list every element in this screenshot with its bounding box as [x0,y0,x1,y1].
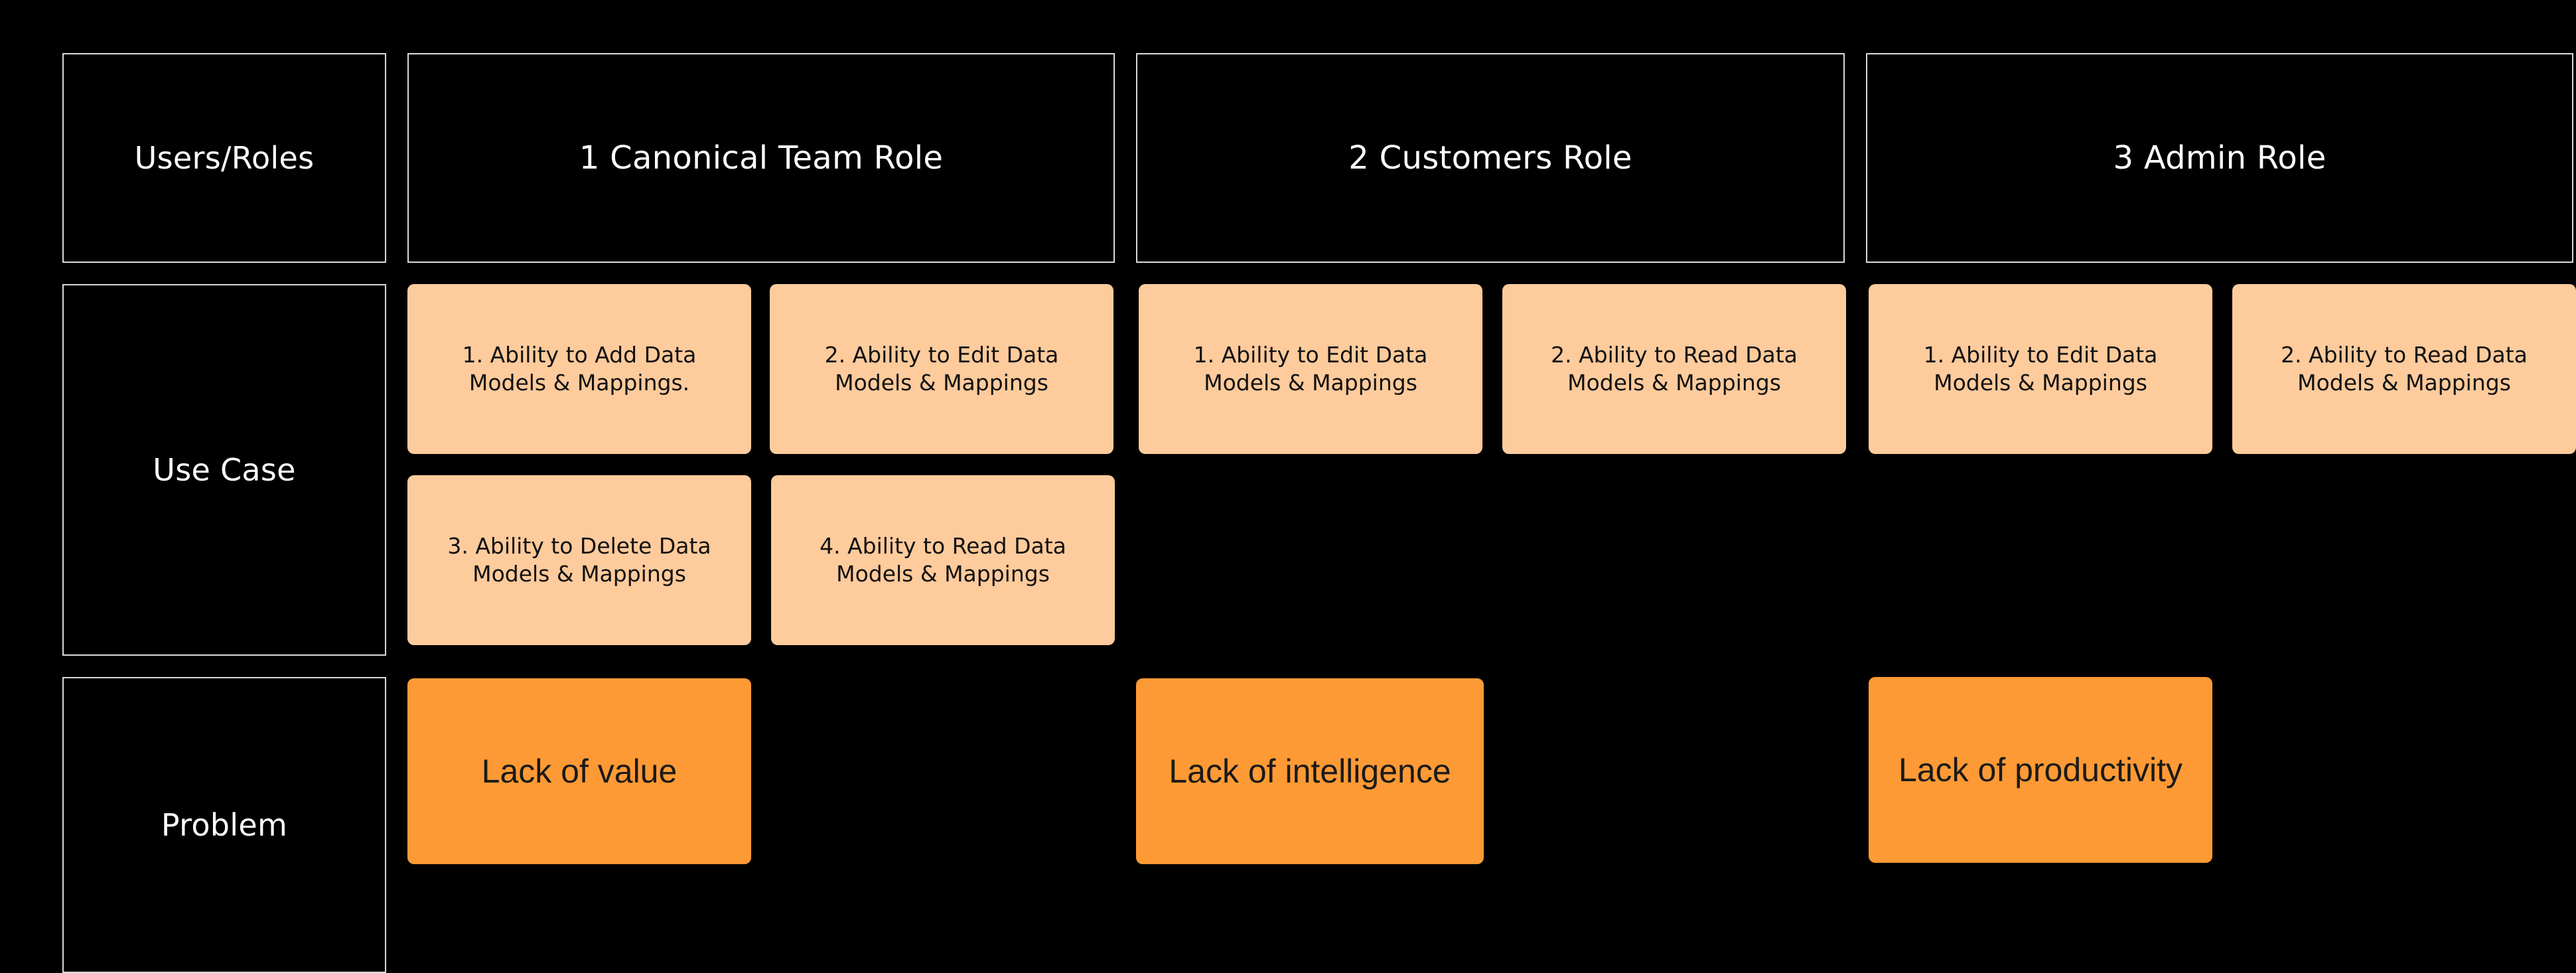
use-case-card: 2. Ability to Read Data Models & Mapping… [2232,284,2576,454]
use-case-text: 1. Ability to Edit Data Models & Mapping… [1923,342,2158,396]
use-case-card: 1. Ability to Add Data Models & Mappings… [407,284,751,454]
use-case-text: 4. Ability to Read Data Models & Mapping… [820,533,1066,587]
use-case-text: 1. Ability to Add Data Models & Mappings… [462,342,697,396]
problem-text: Lack of productivity [1898,751,2182,788]
problem-card-canonical-team: Lack of value [407,678,751,864]
use-case-card: 2. Ability to Read Data Models & Mapping… [1502,284,1846,454]
row-label-problem-text: Problem [161,807,288,843]
use-case-card: 1. Ability to Edit Data Models & Mapping… [1869,284,2212,454]
problem-text: Lack of value [481,753,678,790]
problem-text: Lack of intelligence [1169,753,1451,790]
use-case-card: 4. Ability to Read Data Models & Mapping… [771,475,1115,645]
role-header-canonical-team-text: 1 Canonical Team Role [579,139,944,177]
role-header-canonical-team: 1 Canonical Team Role [407,53,1115,263]
use-case-text: 2. Ability to Read Data Models & Mapping… [2281,342,2528,396]
row-label-problem: Problem [62,677,386,973]
use-case-text: 3. Ability to Delete Data Models & Mappi… [447,533,711,587]
row-label-users-roles: Users/Roles [62,53,386,263]
role-header-admin-text: 3 Admin Role [2113,139,2326,177]
use-case-text: 1. Ability to Edit Data Models & Mapping… [1193,342,1428,396]
use-case-text: 2. Ability to Edit Data Models & Mapping… [824,342,1059,396]
role-use-case-matrix: Users/Roles Use Case Problem 1 Canonical… [62,53,2576,973]
problem-card-admin: Lack of productivity [1869,677,2212,863]
use-case-text: 2. Ability to Read Data Models & Mapping… [1551,342,1798,396]
role-header-customers-text: 2 Customers Role [1348,139,1632,177]
row-label-users-roles-text: Users/Roles [134,140,315,176]
problem-card-customers: Lack of intelligence [1136,678,1484,864]
row-label-use-case-text: Use Case [153,452,296,488]
row-label-use-case: Use Case [62,284,386,656]
use-case-card: 3. Ability to Delete Data Models & Mappi… [407,475,751,645]
use-case-card: 1. Ability to Edit Data Models & Mapping… [1139,284,1482,454]
role-header-customers: 2 Customers Role [1136,53,1845,263]
use-case-card: 2. Ability to Edit Data Models & Mapping… [770,284,1113,454]
role-header-admin: 3 Admin Role [1866,53,2573,263]
